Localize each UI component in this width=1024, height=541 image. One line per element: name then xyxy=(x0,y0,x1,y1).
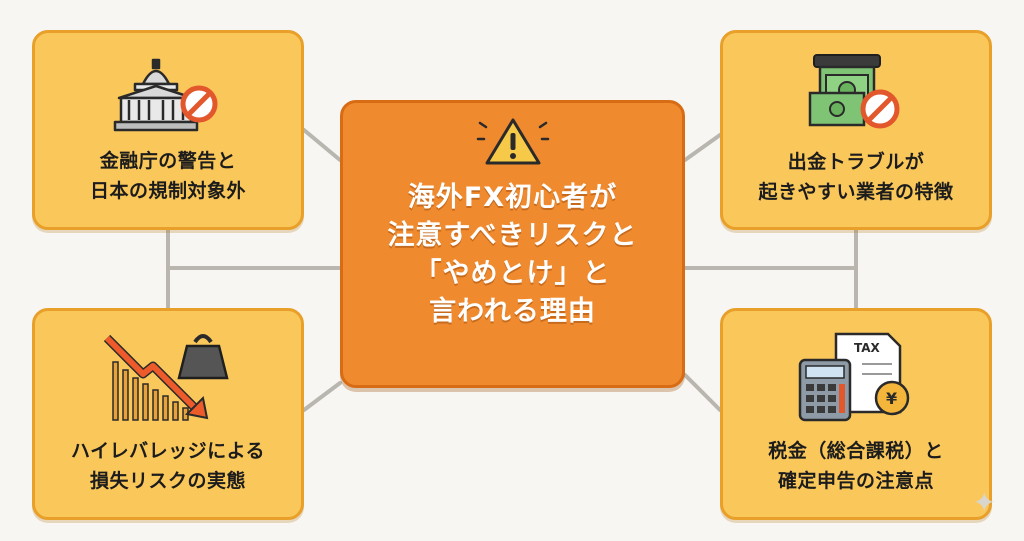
card-high-leverage: ハイレバレッジによる 損失リスクの実態 xyxy=(32,308,304,520)
card-withdrawal-trouble-line-2: 起きやすい業者の特徴 xyxy=(758,181,954,203)
connector-tr-diagonal xyxy=(683,133,722,162)
falling-chart-weight-icon xyxy=(103,332,233,426)
card-withdrawal-trouble: 出金トラブルが 起きやすい業者の特徴 xyxy=(720,30,992,230)
cash-withdrawal-prohibited-icon xyxy=(806,53,906,139)
card-tax-filing: TAX ¥ 税金（総合課税）と 確定申告の注意点 xyxy=(720,308,992,520)
card-high-leverage-line-1: ハイレバレッジによる xyxy=(70,440,266,462)
government-building-prohibited-icon xyxy=(113,54,223,138)
center-title-line-2: 注意すべきリスクと xyxy=(387,220,638,251)
tax-calculator-yen-icon: TAX ¥ xyxy=(796,332,916,426)
svg-text:¥: ¥ xyxy=(886,389,897,408)
center-title-line-4: 言われる理由 xyxy=(429,296,596,327)
warning-triangle-icon xyxy=(476,117,550,171)
center-title-line-3: 「やめとけ」と xyxy=(414,258,611,289)
connector-br-diagonal xyxy=(683,373,722,412)
card-tax-filing-line-2: 確定申告の注意点 xyxy=(777,470,934,492)
card-tax-filing-line-1: 税金（総合課税）と xyxy=(768,440,944,462)
connector-bl-diagonal xyxy=(302,381,342,412)
card-high-leverage-line-2: 損失リスクの実態 xyxy=(89,470,246,492)
card-withdrawal-trouble-line-1: 出金トラブルが xyxy=(787,151,925,173)
tax-document-label: TAX xyxy=(854,341,881,355)
card-fsa-warning: 金融庁の警告と 日本の規制対象外 xyxy=(32,30,304,230)
sparkle-icon: ✦ xyxy=(972,486,996,519)
card-fsa-warning-line-2: 日本の規制対象外 xyxy=(89,180,246,202)
card-fsa-warning-line-1: 金融庁の警告と xyxy=(99,150,237,172)
center-topic-card: 海外FX初心者が 注意すべきリスクと 「やめとけ」と 言われる理由 xyxy=(340,100,685,388)
center-title-line-1: 海外FX初心者が xyxy=(407,182,618,213)
connector-tl-diagonal xyxy=(302,128,342,162)
